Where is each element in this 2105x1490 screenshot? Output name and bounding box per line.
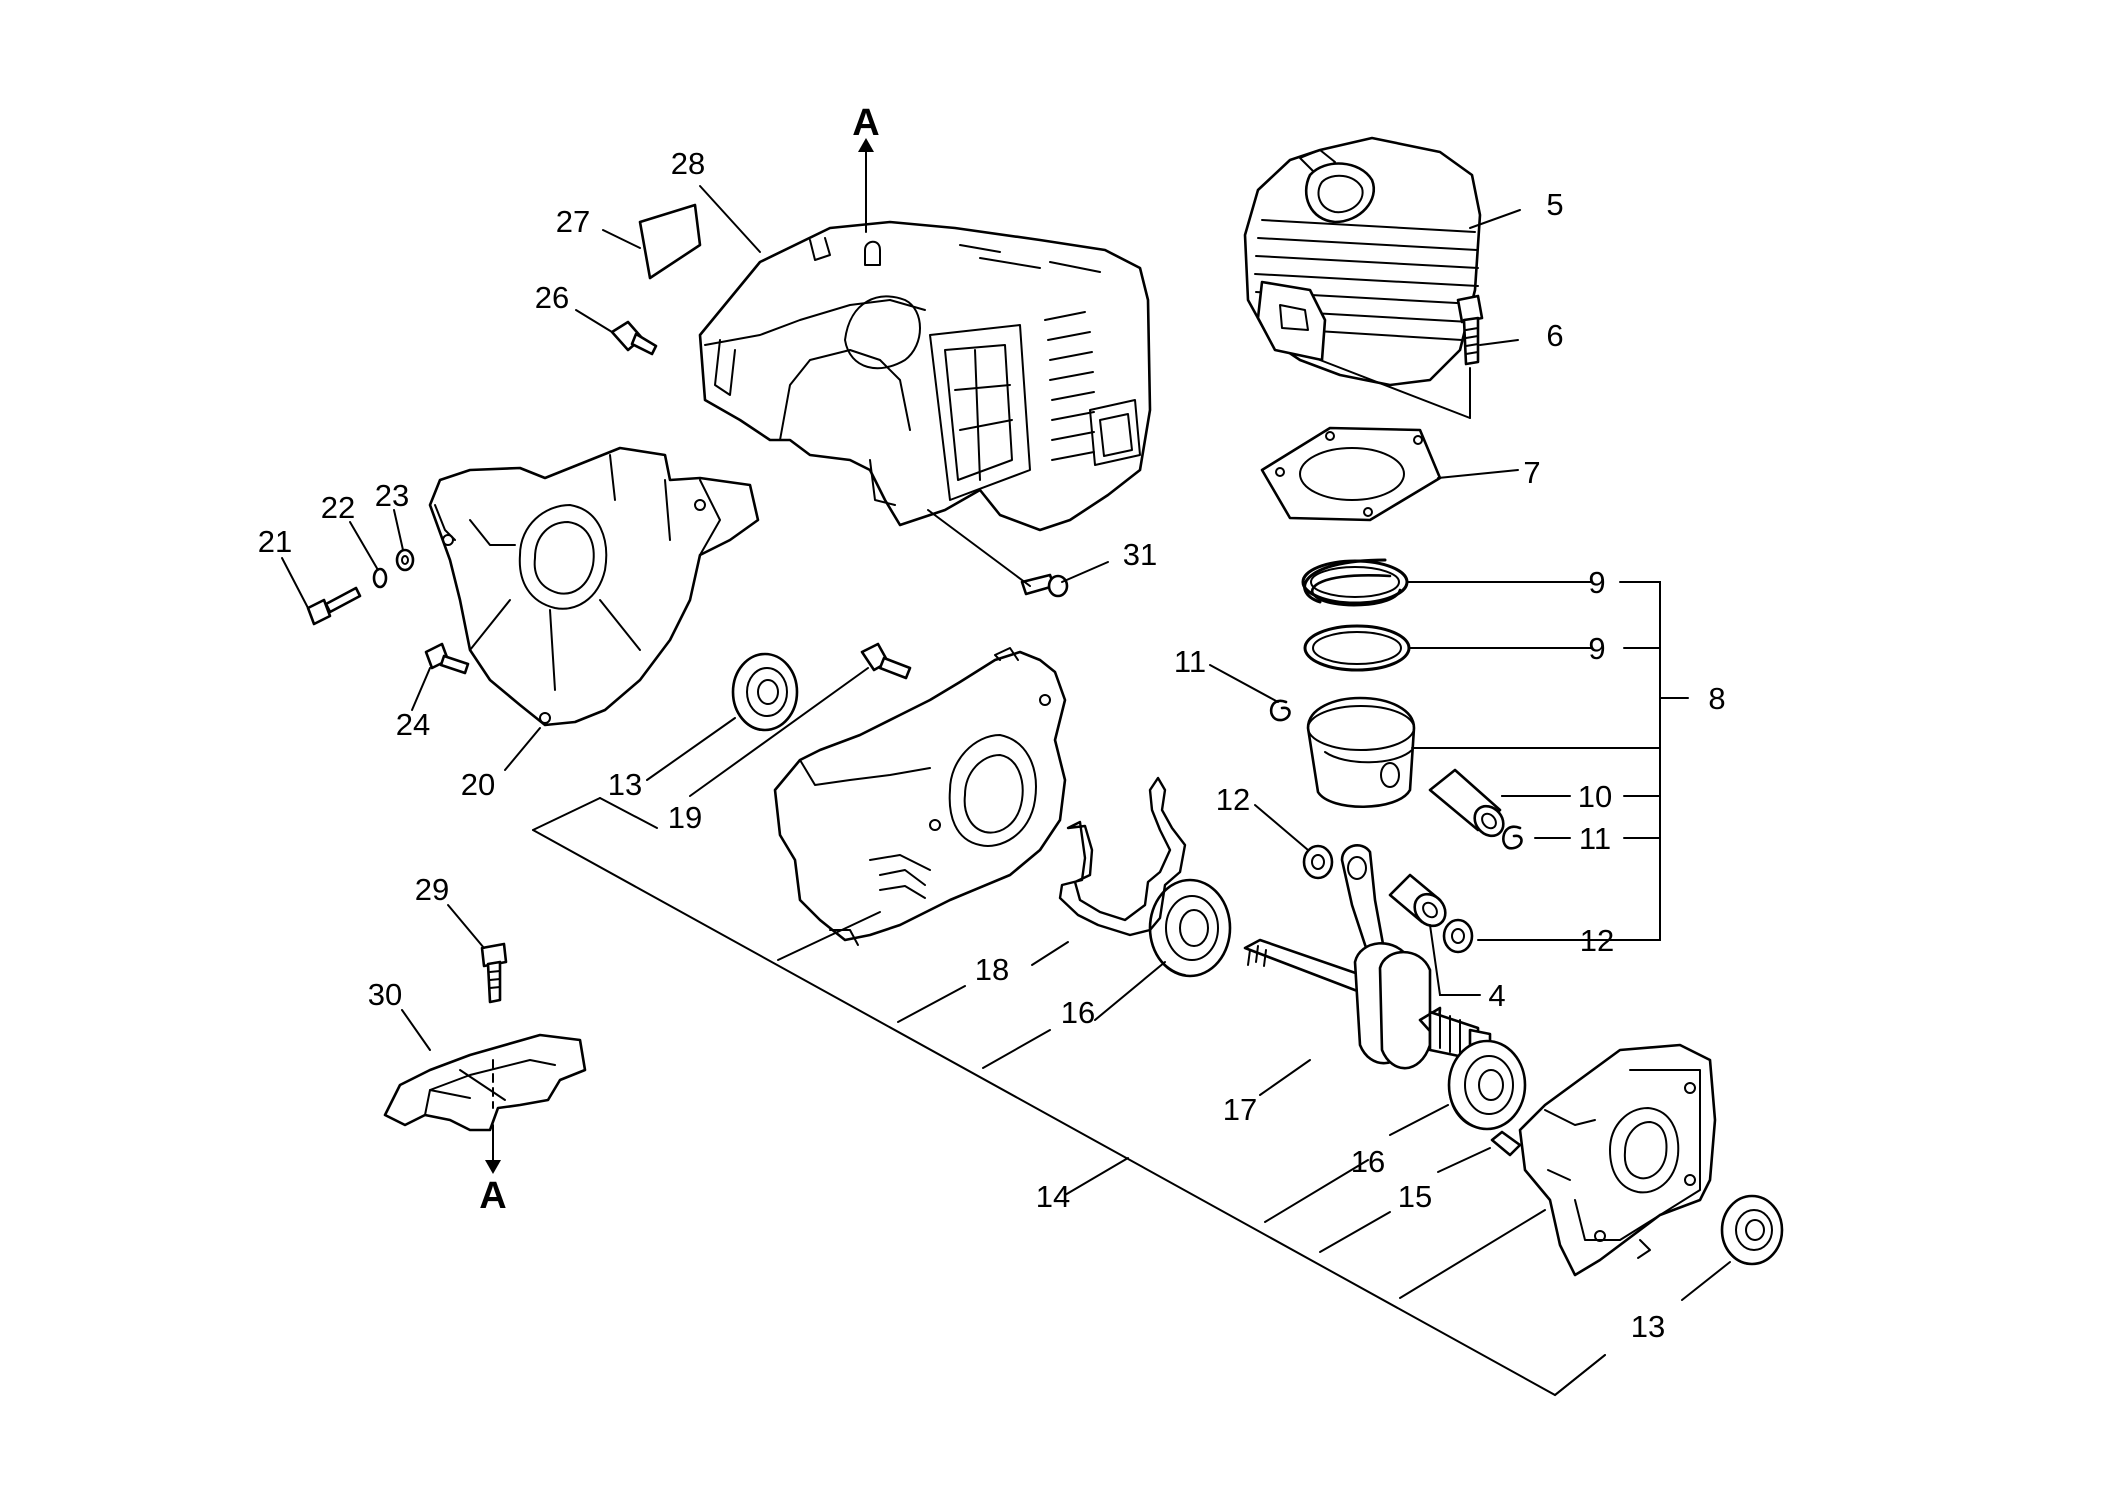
label-a-top: A	[852, 102, 879, 144]
washer-12-bottom	[1442, 918, 1474, 954]
label-16-right: 16	[1351, 1144, 1385, 1179]
bolt-29	[480, 942, 508, 1004]
label-31: 31	[1123, 537, 1157, 572]
dowel-pin	[1490, 1130, 1522, 1157]
label-9-top: 9	[1588, 565, 1605, 600]
label-9-bottom: 9	[1588, 631, 1605, 666]
label-24: 24	[396, 707, 430, 742]
label-7: 7	[1523, 455, 1540, 490]
bolt-6	[1456, 294, 1484, 366]
piston-pin	[1428, 768, 1505, 838]
cylinder	[1243, 136, 1482, 387]
label-20: 20	[461, 767, 495, 802]
needle-bearing	[1388, 873, 1447, 928]
label-15: 15	[1398, 1179, 1432, 1214]
nut-23	[395, 548, 415, 572]
oil-seal-right	[1720, 1194, 1784, 1266]
piston-rings	[1301, 558, 1411, 672]
label-11-top: 11	[1174, 644, 1206, 679]
label-26: 26	[535, 280, 569, 315]
bearing-16-right	[1447, 1039, 1527, 1131]
crankcase-gasket	[1058, 776, 1187, 937]
label-23: 23	[375, 478, 409, 513]
label-12-bottom: 12	[1580, 923, 1614, 958]
circlip-top	[1269, 699, 1291, 722]
leader-lines	[281, 138, 1731, 1397]
washer-12-top	[1302, 844, 1334, 880]
label-28: 28	[671, 146, 705, 181]
oil-seal-left	[731, 652, 799, 732]
label-16-left: 16	[1061, 995, 1095, 1030]
crankshaft	[1243, 844, 1492, 1070]
bearing-16-left	[1148, 878, 1232, 978]
label-29: 29	[415, 872, 449, 907]
label-22: 22	[321, 490, 355, 525]
bolt-26	[610, 320, 658, 356]
label-4: 4	[1488, 978, 1505, 1013]
bolt-21	[306, 586, 362, 626]
washer-22	[372, 567, 388, 589]
label-14: 14	[1036, 1179, 1070, 1214]
label-12-top: 12	[1216, 782, 1250, 817]
cylinder-gasket	[1260, 426, 1442, 522]
label-10: 10	[1578, 779, 1612, 814]
bolt-24	[424, 642, 470, 675]
lower-cover	[383, 1033, 587, 1132]
label-27: 27	[556, 204, 590, 239]
label-5: 5	[1546, 187, 1563, 222]
piston	[1306, 696, 1416, 808]
label-19: 19	[668, 800, 702, 835]
engine-cover	[698, 220, 1152, 532]
bolt-19	[860, 642, 912, 680]
crankcase-left	[773, 647, 1067, 946]
label-18: 18	[975, 952, 1009, 987]
label-11-bottom: 11	[1579, 821, 1611, 856]
label-6: 6	[1546, 318, 1563, 353]
crankcase-right	[1518, 1043, 1717, 1277]
label-30: 30	[368, 977, 402, 1012]
label-13-left: 13	[608, 767, 642, 802]
label-21: 21	[258, 524, 292, 559]
label-13-right: 13	[1631, 1309, 1665, 1344]
label-decal	[638, 203, 702, 280]
circlip-bottom	[1502, 825, 1523, 850]
fan-housing	[428, 446, 760, 727]
label-a-bottom: A	[479, 1175, 506, 1217]
label-8: 8	[1708, 681, 1725, 716]
label-17: 17	[1223, 1092, 1257, 1127]
part-labels: A A 28 27 26 5 6 7 9 9 8 11 10 12 11 12 …	[258, 102, 1726, 1344]
